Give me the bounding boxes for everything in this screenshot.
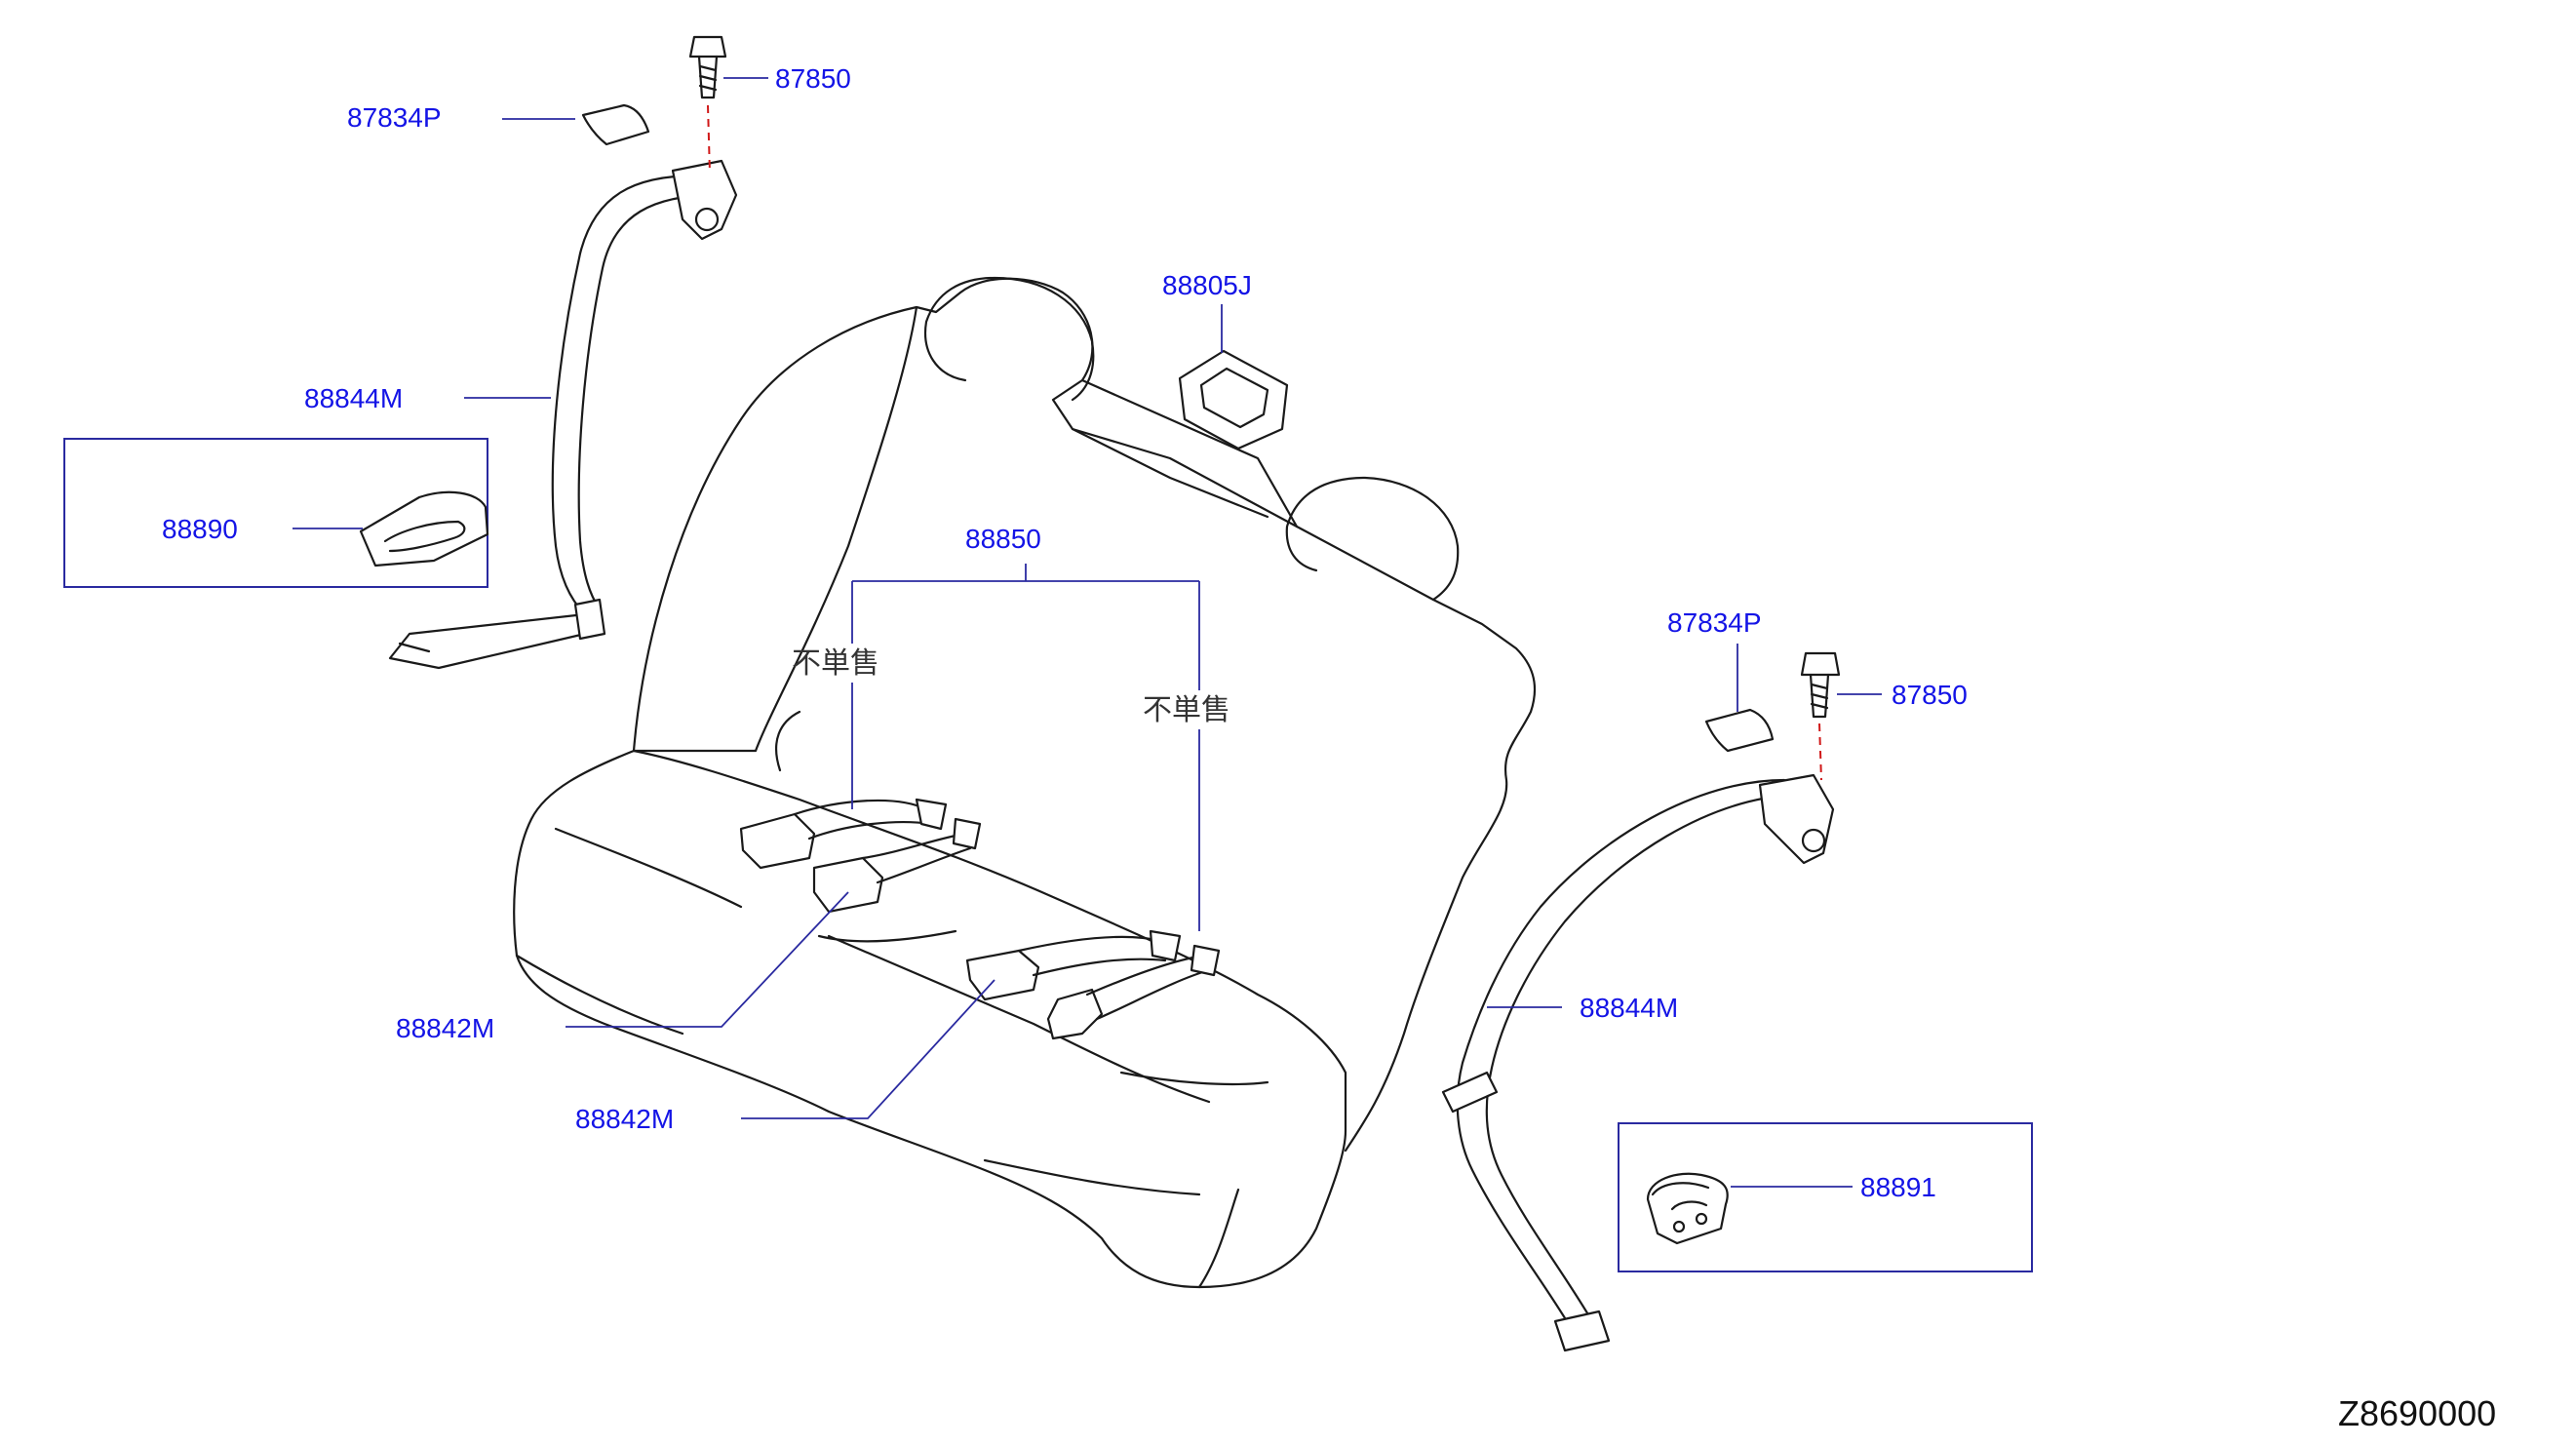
label-cover-left: 87834P bbox=[347, 102, 442, 133]
left-bolt-shank bbox=[697, 55, 719, 99]
seat-cushion-crease-2 bbox=[817, 929, 1269, 1086]
seat-cushion-top bbox=[632, 749, 1347, 1133]
label-bolt-right: 87850 bbox=[1892, 680, 1968, 710]
label-buckle-set: 88850 bbox=[965, 524, 1041, 554]
headrest-left bbox=[923, 276, 1095, 402]
buckle-right-tongue bbox=[965, 949, 1040, 1001]
buckles-drawing bbox=[739, 798, 1221, 1040]
buckle-center-anchor bbox=[952, 817, 982, 850]
note-not-sold-left: 不単售 bbox=[792, 646, 879, 681]
headrest-right bbox=[1285, 476, 1460, 602]
label-buckle-rear: 88842M bbox=[575, 1104, 674, 1134]
right-retractor-eye bbox=[1801, 828, 1826, 853]
note-not-sold-right: 不単售 bbox=[1143, 693, 1230, 727]
right-bolt-shank bbox=[1809, 673, 1830, 719]
seatback-right-side bbox=[1071, 427, 1536, 1153]
guide-right-hole-1 bbox=[1672, 1220, 1686, 1233]
dash-bolt-left bbox=[707, 104, 711, 175]
buckle-left-strap bbox=[793, 799, 933, 841]
buckle-right-lap-strap bbox=[1085, 954, 1211, 1021]
guide-left-body bbox=[359, 490, 489, 567]
leader-lines bbox=[293, 77, 1882, 1188]
buckle-right-lap-tongue bbox=[1046, 988, 1104, 1040]
right-retractor-housing bbox=[1758, 773, 1835, 865]
label-trim-center: 88805J bbox=[1162, 270, 1252, 300]
seat-cushion-crease-1 bbox=[554, 827, 1211, 1104]
label-cover-right: 87834P bbox=[1667, 607, 1762, 638]
buckle-left-anchor bbox=[915, 798, 948, 831]
left-shoulder-belt-drawing bbox=[388, 35, 738, 670]
label-belt-left: 88844M bbox=[304, 383, 403, 413]
guide-right-hole-2 bbox=[1695, 1212, 1708, 1226]
center-trim-drawing bbox=[1178, 349, 1289, 450]
detail-box-right bbox=[1618, 1122, 2033, 1272]
buckle-right-lap-anchor bbox=[1190, 944, 1221, 977]
rear-seat-drawing bbox=[513, 276, 1536, 1289]
leader-buckle-set bbox=[851, 564, 1200, 690]
label-belt-right: 88844M bbox=[1580, 993, 1678, 1023]
guide-88890-drawing bbox=[359, 490, 489, 567]
dash-bolt-right bbox=[1818, 723, 1822, 781]
guide-88891-drawing bbox=[1646, 1172, 1729, 1245]
right-belt-guide-loop bbox=[1441, 1071, 1499, 1114]
label-guide-right: 88891 bbox=[1860, 1172, 1936, 1202]
buckle-right-anchor bbox=[1149, 929, 1182, 962]
left-bolt-head bbox=[688, 35, 727, 59]
leader-buckle-front bbox=[566, 891, 849, 1028]
seat-cushion-outline bbox=[513, 749, 1347, 1289]
diagram-reference-code: Z8690000 bbox=[2338, 1393, 2496, 1433]
label-guide-left: 88890 bbox=[162, 514, 238, 544]
left-belt-anchor-plate bbox=[573, 598, 606, 641]
left-belt-cover bbox=[581, 103, 650, 146]
left-belt-lower bbox=[388, 612, 587, 670]
right-shoulder-belt-drawing bbox=[1441, 651, 1841, 1352]
right-bolt-head bbox=[1800, 651, 1841, 677]
buckle-left-tongue bbox=[739, 812, 816, 870]
buckle-center-tongue bbox=[812, 856, 884, 914]
seatback-outline bbox=[632, 277, 1299, 753]
leader-buckle-rear bbox=[741, 979, 995, 1119]
right-belt-anchor bbox=[1553, 1310, 1611, 1352]
guide-right-clip bbox=[1651, 1182, 1710, 1211]
trim-outer bbox=[1178, 349, 1289, 450]
guide-right-body bbox=[1646, 1172, 1729, 1245]
buckle-right-strap bbox=[1017, 935, 1167, 977]
left-belt-webbing bbox=[551, 174, 719, 616]
right-belt-webbing bbox=[1456, 778, 1796, 1328]
label-buckle-front: 88842M bbox=[396, 1013, 494, 1043]
trim-inner bbox=[1199, 367, 1269, 429]
seat-cushion-crease-3 bbox=[775, 710, 1201, 1196]
left-retractor-housing bbox=[671, 159, 738, 241]
left-retractor-eye bbox=[694, 207, 720, 232]
detail-box-left bbox=[63, 438, 488, 588]
right-belt-cover bbox=[1704, 708, 1775, 753]
guide-left-slot bbox=[383, 520, 466, 553]
part-labels: 87850 87834P 88844M 88890 88805J 88850 8… bbox=[162, 63, 2496, 1433]
label-bolt-left: 87850 bbox=[775, 63, 851, 94]
